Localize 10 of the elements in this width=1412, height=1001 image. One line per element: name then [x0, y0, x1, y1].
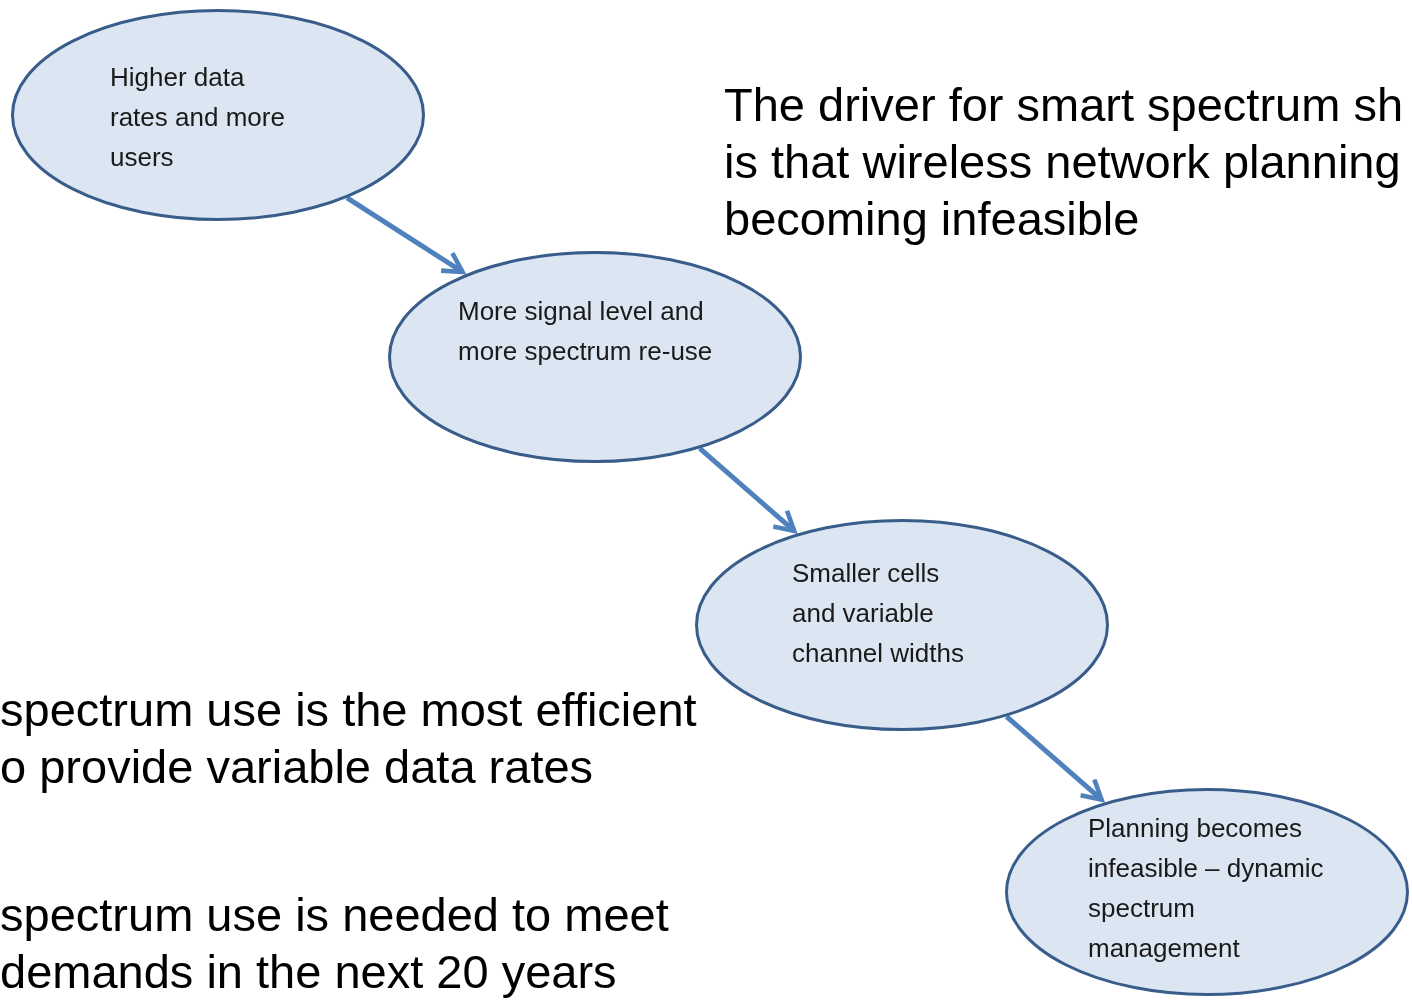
arrow — [345, 195, 465, 275]
node-text: Planning becomes infeasible – dynamic spectrum management — [1088, 812, 1325, 965]
statement-text: spectrum use is the most efficient o provide variable data rates — [0, 682, 698, 795]
arrow — [1004, 714, 1104, 802]
statement-text: The driver for smart spectrum sh is that wireless network planning becoming infeasible — [724, 77, 1405, 247]
node-text: More signal level and more spectrum re-use — [458, 295, 714, 368]
node-text: Higher data rates and more users — [110, 61, 286, 174]
arrow — [698, 446, 797, 534]
node-text: Smaller cells and variable channel widths — [792, 557, 965, 670]
statement-text: spectrum use is needed to meet demands in the next 20 years — [0, 887, 670, 1000]
